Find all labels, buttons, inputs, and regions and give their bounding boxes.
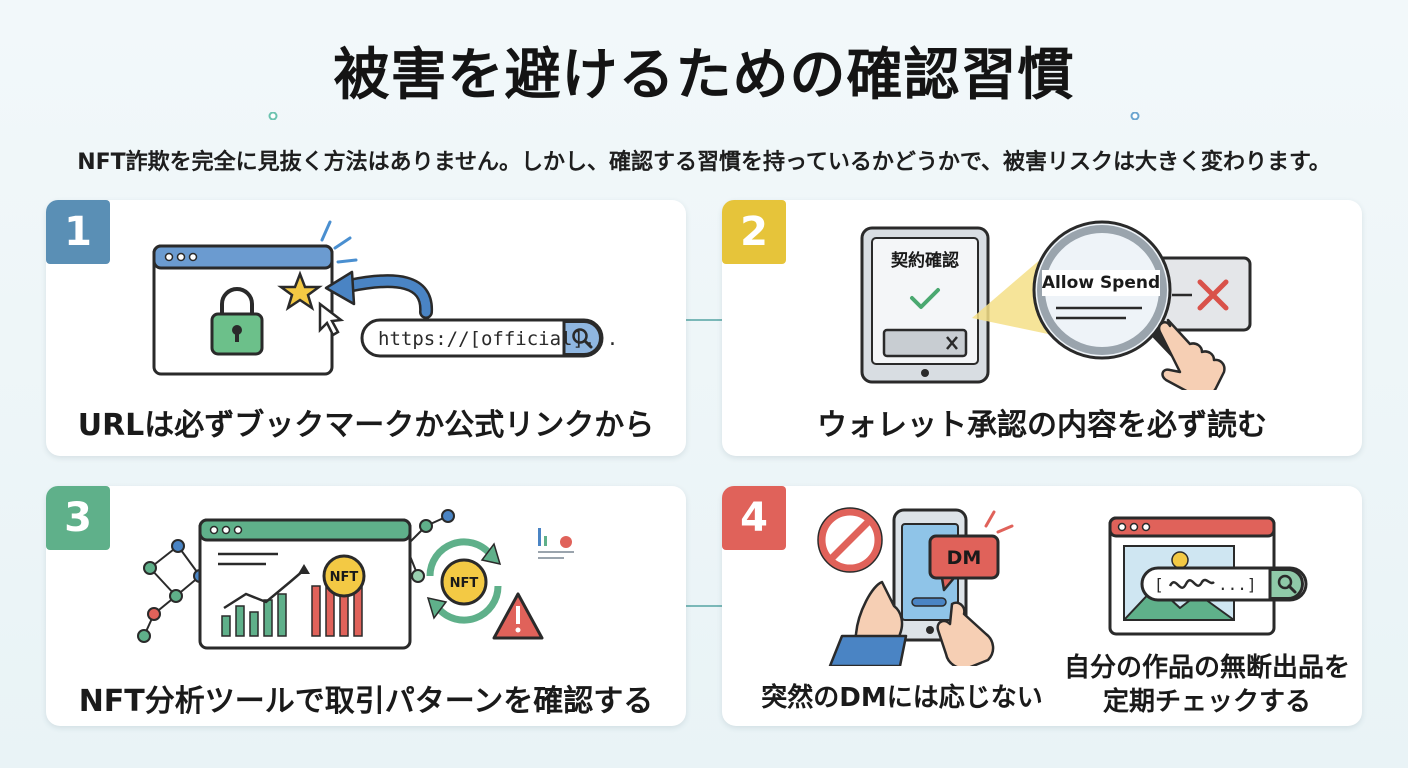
step-number-4: 4	[722, 486, 786, 550]
nft-coin-text-2: NFT	[450, 576, 479, 591]
browser-bookmark-illustration: https://[official]...	[152, 220, 618, 376]
step-number-1: 1	[46, 200, 110, 264]
wallet-contract-illustration: 契約確認 Allow Spend	[860, 220, 1252, 390]
search-bracket-left: [	[1154, 575, 1164, 594]
card-3-label: NFT分析ツールで取引パターンを確認する	[78, 684, 654, 719]
page-subtitle: NFT詐欺を完全に見抜く方法はありません。しかし、確認する習慣を持っているかどう…	[77, 150, 1331, 175]
step-number-3: 3	[46, 486, 110, 550]
card-4-label-right: 自分の作品の無断出品を 定期チェックする	[1062, 652, 1352, 720]
magnified-text: Allow Spend	[1042, 273, 1160, 293]
card-nft-analysis: 3	[46, 486, 686, 726]
contract-title: 契約確認	[890, 250, 959, 271]
search-bracket-right: ...]	[1218, 575, 1257, 594]
analysis-tool-illustration: NFT NFT	[137, 509, 574, 650]
card-bookmark-url: 1 https://[official]... URLは必ずブックマークか公式リ…	[46, 200, 686, 456]
dm-phone-illustration: DM [ ...]	[817, 507, 1308, 666]
card-4-label-right-line1: 自分の作品の無断出品を	[1063, 653, 1350, 683]
card-wallet-approval: 2 契約確認 Allow Spend ウォレット承認の内容を必ず読む	[722, 200, 1362, 456]
url-bar-text: https://[official]...	[378, 328, 618, 350]
card-dm-and-check: 4 DM [ ...] 突然の	[722, 486, 1362, 726]
page-title: 被害を避けるための確認習慣	[333, 43, 1075, 108]
card-4-label-left: 突然のDMには応じない	[761, 683, 1043, 713]
title-underline	[268, 112, 1140, 120]
dm-bubble-text: DM	[947, 547, 982, 569]
card-4-label-right-line2: 定期チェックする	[1102, 686, 1311, 717]
card-1-label: URLは必ずブックマークか公式リンクから	[77, 408, 655, 443]
card-2-label: ウォレット承認の内容を必ず読む	[817, 408, 1267, 443]
nft-coin-text-1: NFT	[330, 570, 359, 585]
step-number-2: 2	[722, 200, 786, 264]
